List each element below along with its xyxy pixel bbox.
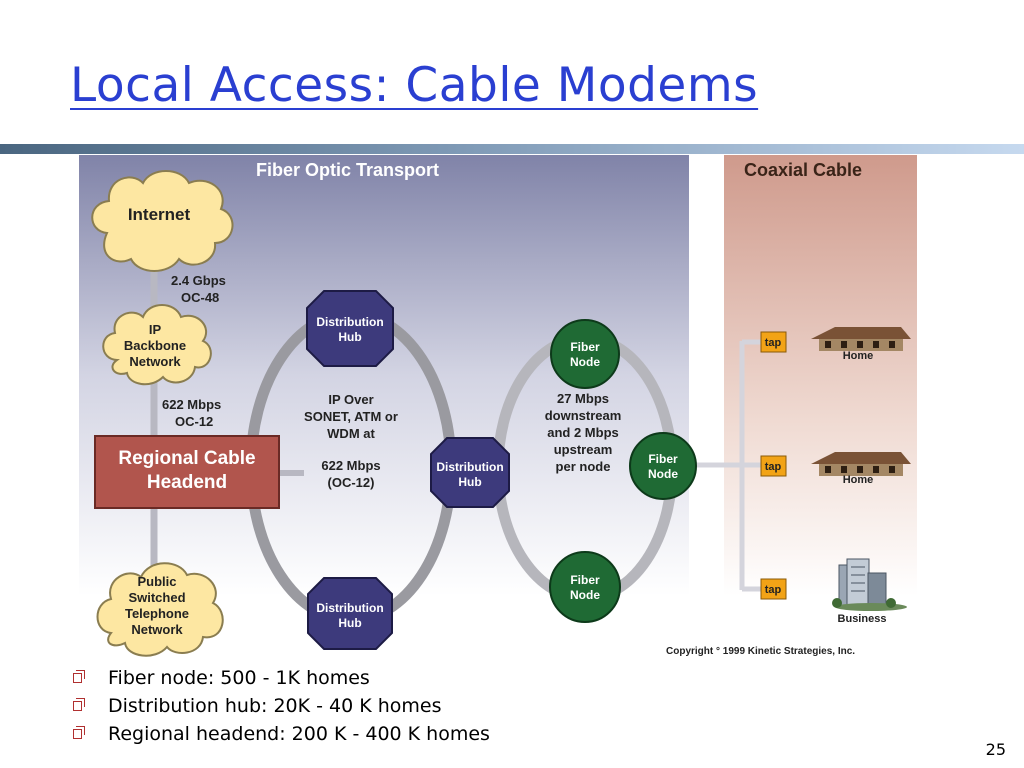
cable-network-diagram: Fiber Optic Transport Coaxial Cable Inte… bbox=[79, 155, 917, 657]
tap-home-1-label: tap bbox=[765, 337, 782, 349]
diagram-copyright: Copyright ° 1999 Kinetic Strategies, Inc… bbox=[666, 646, 855, 657]
tap-business-label: tap bbox=[765, 584, 782, 596]
fiber-node-right-label-2: Node bbox=[648, 467, 678, 481]
distribution-hub-bottom: Distribution Hub bbox=[307, 577, 393, 650]
fiber-section-title: Fiber Optic Transport bbox=[256, 160, 439, 180]
ip-backbone-label-1: IP bbox=[149, 322, 162, 337]
ring2-text-2: downstream bbox=[545, 408, 622, 423]
hub-right-label-2: Hub bbox=[458, 475, 481, 489]
home-2-label: Home bbox=[843, 474, 874, 486]
ip-backbone-cloud: IP Backbone Network bbox=[102, 304, 212, 386]
fiber-node-right-label-1: Fiber bbox=[648, 452, 678, 466]
ring2-text-3: and 2 Mbps bbox=[547, 425, 619, 440]
fiber-node-bottom-label-2: Node bbox=[570, 588, 600, 602]
bullet-item: Distribution hub: 20K - 40 K homes bbox=[70, 692, 490, 720]
headend-label-1: Regional Cable bbox=[118, 448, 255, 469]
fiber-node-top: Fiber Node bbox=[550, 319, 620, 389]
ring1-text-1: IP Over bbox=[328, 392, 373, 407]
pstn-label-3: Telephone bbox=[125, 606, 189, 621]
bullet-item: Fiber node: 500 - 1K homes bbox=[70, 664, 490, 692]
tap-home-2-label: tap bbox=[765, 461, 782, 473]
bullet-text: Distribution hub: 20K - 40 K homes bbox=[108, 695, 442, 717]
regional-headend: Regional Cable Headend bbox=[94, 435, 280, 509]
ring1-text-5: 622 Mbps bbox=[321, 458, 380, 473]
hub-top-label-2: Hub bbox=[338, 330, 361, 344]
pstn-label-1: Public bbox=[137, 574, 176, 589]
ip-backbone-label-3: Network bbox=[129, 354, 181, 369]
bullet-text: Fiber node: 500 - 1K homes bbox=[108, 667, 370, 689]
backbone-link-carrier: OC-12 bbox=[175, 414, 213, 429]
distribution-hub-right: Distribution Hub bbox=[430, 437, 510, 508]
internet-cloud: Internet bbox=[91, 170, 234, 272]
fiber-node-top-label-2: Node bbox=[570, 355, 600, 369]
fiber-node-right: Fiber Node bbox=[629, 432, 697, 500]
tap-business: tap bbox=[760, 578, 787, 600]
ring2-text-1: 27 Mbps bbox=[557, 391, 609, 406]
coax-section-title: Coaxial Cable bbox=[744, 160, 862, 180]
distribution-hub-top: Distribution Hub bbox=[306, 290, 394, 367]
ip-backbone-label-2: Backbone bbox=[124, 338, 186, 353]
headend-label-2: Headend bbox=[147, 472, 227, 493]
tap-home-1: tap bbox=[760, 331, 787, 353]
bullet-list: Fiber node: 500 - 1K homes Distribution … bbox=[70, 664, 490, 748]
title-divider-bar bbox=[0, 144, 1024, 154]
home-2-house-icon bbox=[811, 452, 911, 476]
bullet-item: Regional headend: 200 K - 400 K homes bbox=[70, 720, 490, 748]
pstn-label-2: Switched bbox=[128, 590, 185, 605]
coaxial-zone bbox=[724, 155, 917, 645]
hub-top-label-1: Distribution bbox=[316, 315, 383, 329]
fiber-node-top-label-1: Fiber bbox=[570, 340, 600, 354]
pstn-label-4: Network bbox=[131, 622, 183, 637]
bullet-marker-icon bbox=[73, 670, 85, 683]
internet-label: Internet bbox=[128, 205, 191, 224]
business-label: Business bbox=[838, 613, 887, 625]
ring1-text-6: (OC-12) bbox=[328, 475, 375, 490]
internet-link-carrier: OC-48 bbox=[181, 290, 219, 305]
bullet-text: Regional headend: 200 K - 400 K homes bbox=[108, 723, 490, 745]
home-1-house-icon bbox=[811, 327, 911, 351]
hub-bottom-label-1: Distribution bbox=[316, 601, 383, 615]
tap-home-2: tap bbox=[760, 455, 787, 477]
internet-link-speed: 2.4 Gbps bbox=[171, 273, 226, 288]
hub-right-label-1: Distribution bbox=[436, 460, 503, 474]
backbone-link-speed: 622 Mbps bbox=[162, 397, 221, 412]
page-number: 25 bbox=[985, 740, 1006, 759]
fiber-node-bottom-label-1: Fiber bbox=[570, 573, 600, 587]
ring1-text-3: WDM at bbox=[327, 426, 375, 441]
hub-bottom-label-2: Hub bbox=[338, 616, 361, 630]
ring2-text-5: per node bbox=[556, 459, 611, 474]
bullet-marker-icon bbox=[73, 698, 85, 711]
home-1-label: Home bbox=[843, 350, 874, 362]
ring1-text-2: SONET, ATM or bbox=[304, 409, 398, 424]
ring2-text-4: upstream bbox=[554, 442, 613, 457]
business-building-icon bbox=[832, 558, 907, 611]
slide-title: Local Access: Cable Modems bbox=[70, 58, 759, 113]
pstn-cloud: Public Switched Telephone Network bbox=[96, 562, 224, 657]
bullet-marker-icon bbox=[73, 726, 85, 739]
fiber-node-bottom: Fiber Node bbox=[549, 551, 621, 623]
